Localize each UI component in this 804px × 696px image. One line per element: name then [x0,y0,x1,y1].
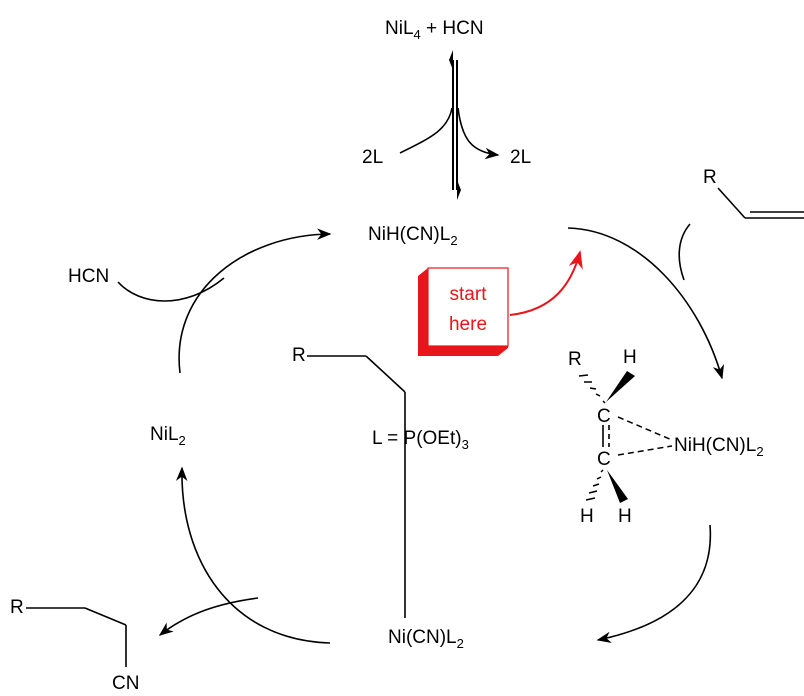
ligand-out-arrow [457,107,500,160]
product-chain [26,607,127,667]
pi-complex: R H C C NiH(CN)L2 H H [568,347,764,527]
pi-c1-label: C [597,406,611,427]
equilibrium-arrows [449,50,461,200]
pi-h2-label: H [580,506,594,527]
top-reagents: NiL4 + HCN [385,18,484,42]
start-here-callout: start here [418,250,583,356]
alkyl-nickel-label: Ni(CN)L2 [388,627,464,651]
product-r-label: R [10,597,24,618]
pi-r-label: R [568,349,582,370]
pi-metal-label: NiH(CN)L2 [674,435,764,459]
nickel-hydride-label: NiH(CN)L2 [368,224,458,248]
hcn-in-curve [117,277,225,302]
pi-c2-label: C [597,449,611,470]
ligand-definition: L = P(OEt)3 [372,428,469,452]
alkyl-r-label: R [292,345,306,366]
product-out-arrow [158,597,259,636]
arc-migratory-insertion [596,524,712,643]
arc-alkene-coordination [567,227,725,380]
alkene-bonds [717,187,804,219]
right-ligand-label: 2L [510,147,531,168]
callout-line-2: here [449,314,487,335]
callout-arrow [509,250,583,316]
callout-line-1: start [450,284,488,305]
alkyl-chain [307,355,406,618]
alkene-in-curve [678,223,691,281]
pi-h3-label: H [618,506,632,527]
ligand-in-curve [399,107,453,154]
left-ligand-label: 2L [362,147,383,168]
nil2-label: NiL2 [150,424,186,448]
alkene-r-label: R [703,167,717,188]
hcn-in-label: HCN [68,266,109,287]
pi-h1-label: H [623,347,637,368]
arc-reductive-elimination [175,466,331,644]
arc-oxidative-addition [178,228,332,374]
product-cn-label: CN [112,673,139,694]
